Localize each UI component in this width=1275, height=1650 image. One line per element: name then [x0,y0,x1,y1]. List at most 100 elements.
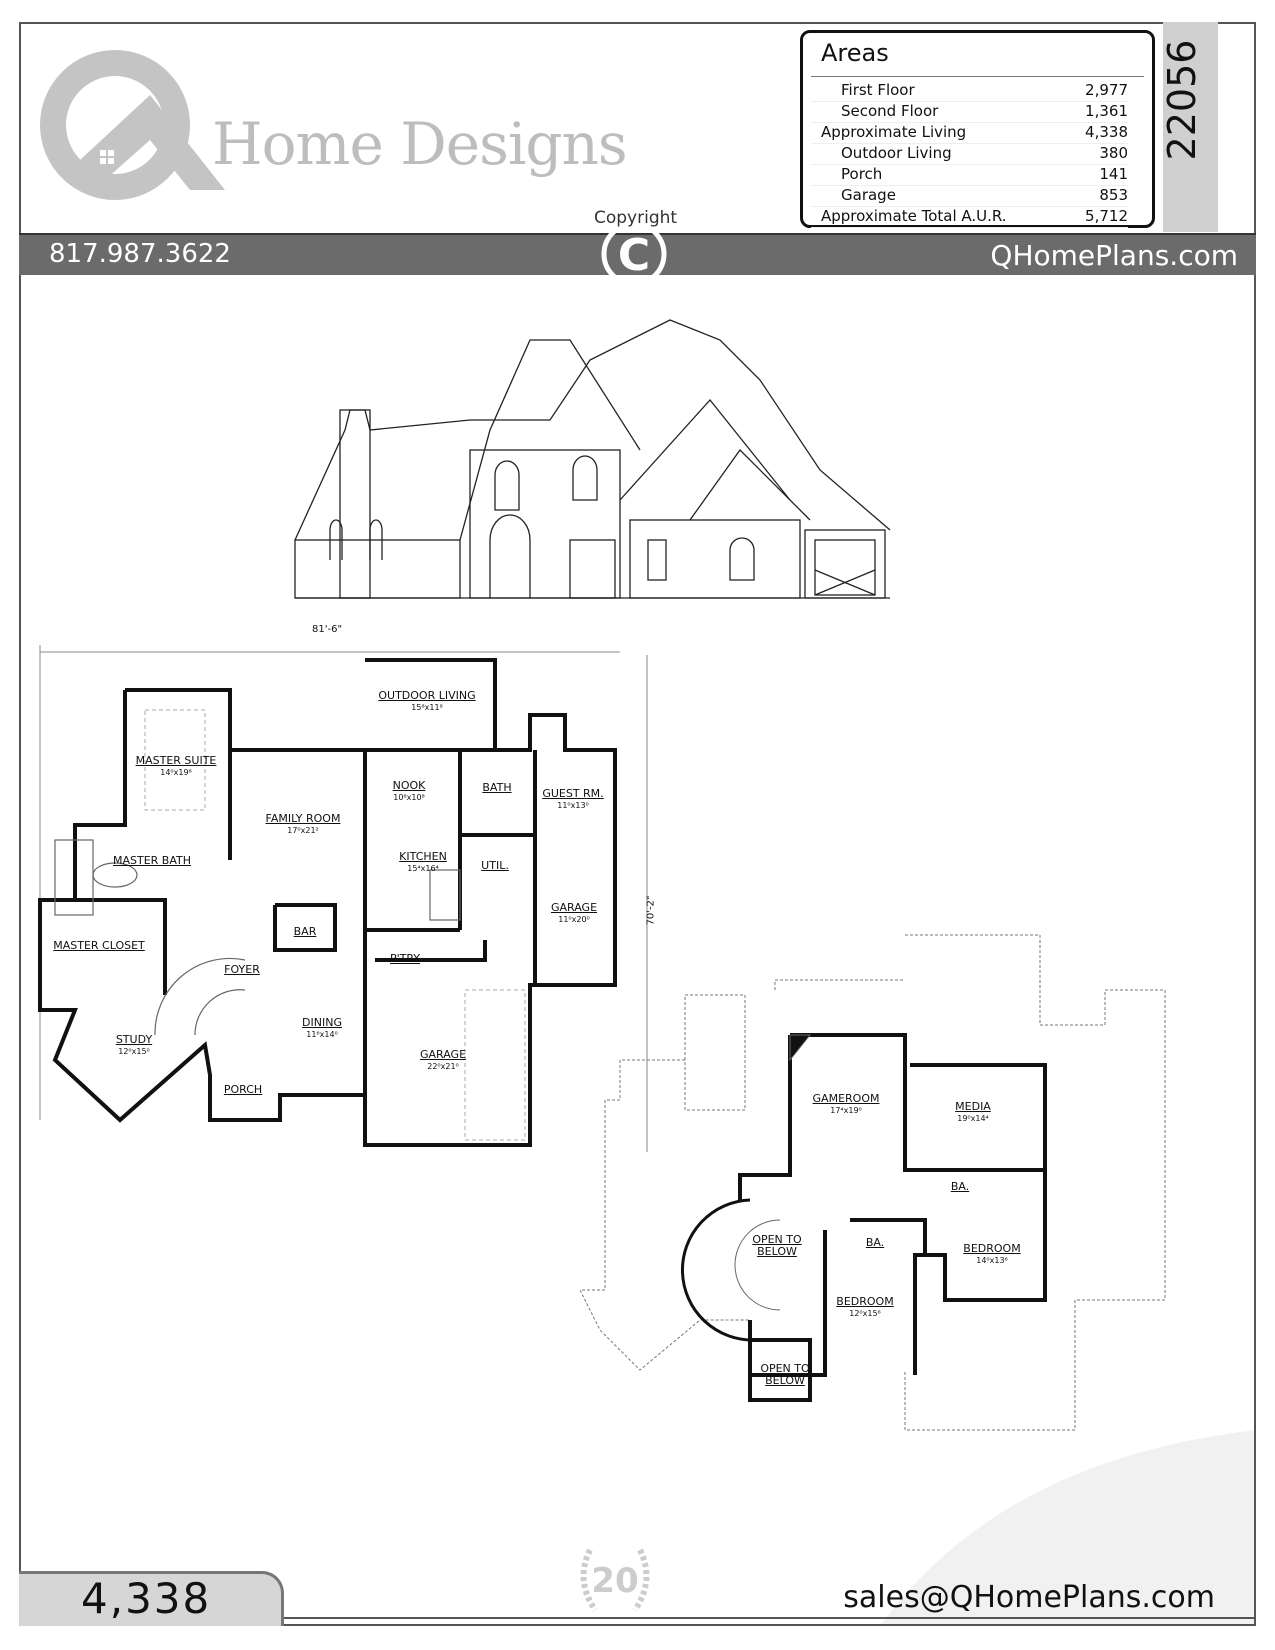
room-label: PORCH [224,1084,262,1096]
area-value: 853 [1099,186,1128,204]
room-name: OPEN TO BELOW [752,1233,802,1258]
area-row: First Floor 2,977 [811,79,1128,102]
area-row: Outdoor Living 380 [811,142,1128,165]
plan-number-tab [1163,22,1218,232]
area-value: 141 [1099,165,1128,183]
room-name: KITCHEN [399,850,447,863]
room-name: BA. [950,1180,970,1193]
room-label: P'TRY [390,953,420,965]
brand-name: Home Designs [212,110,628,178]
front-elevation-drawing [294,319,891,599]
room-dimensions: 15⁴x16⁴ [407,864,439,873]
area-label: Second Floor [841,102,939,120]
room-name: MEDIA [955,1100,991,1113]
first-floor-plan-drawing [38,645,648,1152]
phone-number[interactable]: 817.987.3622 [49,239,231,269]
area-row: Approximate Total A.U.R. 5,712 [811,205,1128,228]
area-row: Second Floor 1,361 [811,100,1128,123]
area-row: Approximate Living 4,338 [811,121,1128,144]
room-name: MASTER BATH [112,854,192,867]
room-name: BA. [865,1236,885,1249]
email-link[interactable]: sales@QHomePlans.com [843,1580,1215,1615]
room-dimensions: 12⁰x15⁶ [849,1309,881,1318]
svg-text:C: C [618,232,650,281]
room-dimensions: 11⁰x20⁰ [558,915,590,924]
room-label: BATH [482,782,511,794]
area-value: 5,712 [1085,207,1128,225]
second-floor-plan-drawing [580,934,1166,1431]
room-dimensions: 11⁰x13⁰ [557,801,589,810]
website-link[interactable]: QHomePlans.com [990,239,1238,272]
room-label: OPEN TO BELOW [760,1363,810,1387]
area-label: Approximate Living [821,123,967,141]
area-row: Garage 853 [811,184,1128,207]
room-dimensions: 14⁰x19⁸ [160,768,192,777]
room-label: FOYER [224,964,260,976]
area-label: First Floor [841,81,915,99]
room-name: UTIL. [481,859,509,872]
room-dimensions: 17⁴x19⁰ [830,1106,862,1115]
room-label: BA. [866,1237,884,1249]
room-dimensions: 14⁰x13⁶ [976,1256,1008,1265]
copyright-icon: C [601,232,667,282]
room-dimensions: 15⁸x11⁸ [411,703,443,712]
room-dimensions: 12⁰x15⁰ [118,1047,150,1056]
room-dimensions: 22⁰x21⁰ [427,1062,459,1071]
background-swoosh [880,1430,1256,1626]
area-value: 2,977 [1085,81,1128,99]
square-footage: 4,338 [81,1574,212,1623]
area-label: Approximate Total A.U.R. [821,207,1007,225]
room-label: MASTER BATH [113,855,191,867]
room-dimensions: 11⁶x14⁰ [306,1030,338,1039]
square-footage-tab: 4,338 [19,1571,284,1626]
room-label: OPEN TO BELOW [752,1234,802,1258]
room-label: GUEST RM.11⁰x13⁰ [542,788,603,812]
area-label: Porch [841,165,883,183]
footer-divider [284,1617,1256,1619]
room-label: BAR [294,926,317,938]
room-name: GARAGE [550,901,598,914]
room-name: GUEST RM. [542,787,604,800]
room-name: MASTER SUITE [135,754,217,767]
header-bar: 817.987.3622 QHomePlans.com [19,233,1256,275]
area-value: 380 [1099,144,1128,162]
anniversary-badge-icon: 20 [580,1548,650,1612]
room-name: PORCH [223,1083,263,1096]
svg-text:20: 20 [591,1561,638,1601]
room-name: OUTDOOR LIVING [378,689,476,702]
room-label: UTIL. [481,860,509,872]
room-name: NOOK [392,779,426,792]
room-dimensions: 10⁸x10⁸ [393,793,425,802]
page-frame [19,22,1256,1626]
plan-number: 22056 [1160,39,1204,161]
room-name: BEDROOM [963,1242,1021,1255]
area-value: 1,361 [1085,102,1128,120]
room-name: GAMEROOM [812,1092,880,1105]
room-label: MASTER CLOSET [53,940,145,952]
room-name: FOYER [224,963,260,976]
room-name: BEDROOM [836,1295,894,1308]
room-dimensions: 19⁰x14⁴ [957,1114,989,1123]
room-label: BA. [951,1181,969,1193]
depth-dimension: 70'-2" [645,895,657,926]
room-name: MASTER CLOSET [53,939,145,952]
room-name: BAR [293,925,317,938]
divider [811,76,1144,77]
area-value: 4,338 [1085,123,1128,141]
area-label: Garage [841,186,896,204]
room-name: OPEN TO BELOW [760,1362,810,1387]
area-row: Porch 141 [811,163,1128,186]
area-label: Outdoor Living [841,144,952,162]
